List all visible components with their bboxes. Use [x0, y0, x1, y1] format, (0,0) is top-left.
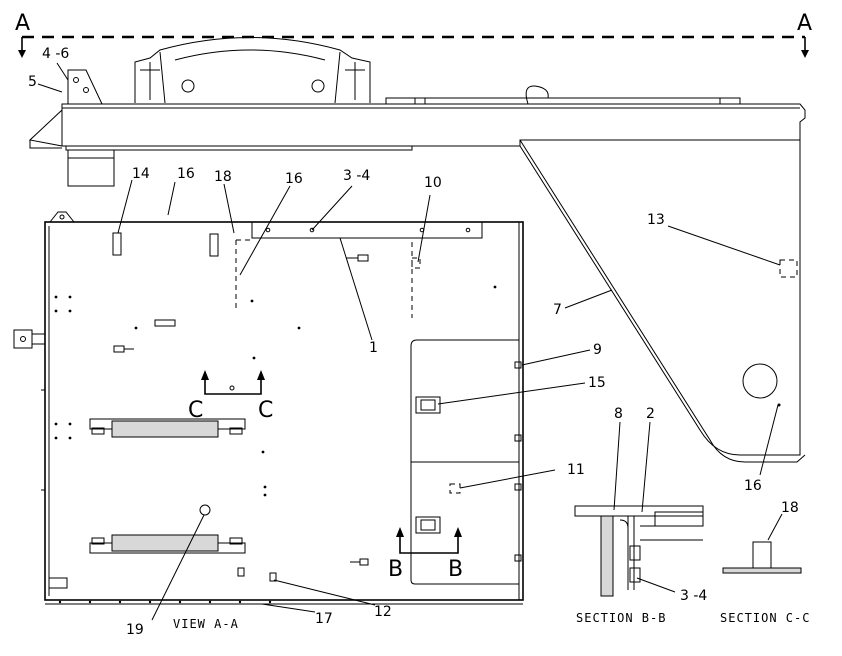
section-c-c — [722, 541, 802, 574]
callout-1: 1 — [369, 340, 378, 356]
callout-19: 19 — [126, 622, 144, 638]
captions: VIEW A-A SECTION B-B SECTION C-C — [173, 611, 810, 631]
callout-16-right: 16 — [744, 478, 762, 494]
callout-11: 11 — [567, 462, 585, 478]
callout-15: 15 — [588, 375, 606, 391]
caption-section-c-c: SECTION C-C — [720, 611, 810, 625]
callout-3-4-top: 3 -4 — [343, 168, 370, 184]
bottom-rivets — [58, 600, 272, 604]
section-b-b — [574, 505, 704, 597]
callout-7: 7 — [553, 302, 562, 318]
callout-5: 5 — [28, 74, 37, 90]
callout-17: 17 — [315, 611, 333, 627]
side-gusset — [519, 139, 806, 463]
section-marker-b-left: B — [388, 557, 403, 582]
callout-2: 2 — [646, 406, 655, 422]
callout-13: 13 — [647, 212, 665, 228]
callout-18-right: 18 — [781, 500, 799, 516]
callout-8: 8 — [614, 406, 623, 422]
callout-16-top: 16 — [177, 166, 195, 182]
section-marker-c-right: C — [258, 398, 273, 423]
callouts: 4 -6 5 14 16 18 16 3 -4 10 1 13 7 9 15 1… — [28, 46, 799, 638]
callout-16-mid: 16 — [285, 171, 303, 187]
upper-frame — [28, 37, 806, 187]
caption-view-a-a: VIEW A-A — [173, 617, 239, 631]
callout-14: 14 — [132, 166, 150, 182]
main-plate: C C — [13, 211, 524, 605]
caption-section-b-b: SECTION B-B — [576, 611, 666, 625]
section-line-a-a: A A — [15, 11, 812, 58]
section-marker-b-right: B — [448, 557, 463, 582]
section-marker-c-left: C — [188, 398, 203, 423]
section-marker-a-left: A — [15, 11, 30, 36]
leader-lines — [37, 62, 783, 621]
callout-10: 10 — [424, 175, 442, 191]
callout-12: 12 — [374, 604, 392, 620]
section-marker-a-right: A — [797, 11, 812, 36]
callout-18-top: 18 — [214, 169, 232, 185]
callout-4-6: 4 -6 — [42, 46, 69, 62]
callout-9: 9 — [593, 342, 602, 358]
callout-3-4-bottom: 3 -4 — [680, 588, 707, 604]
